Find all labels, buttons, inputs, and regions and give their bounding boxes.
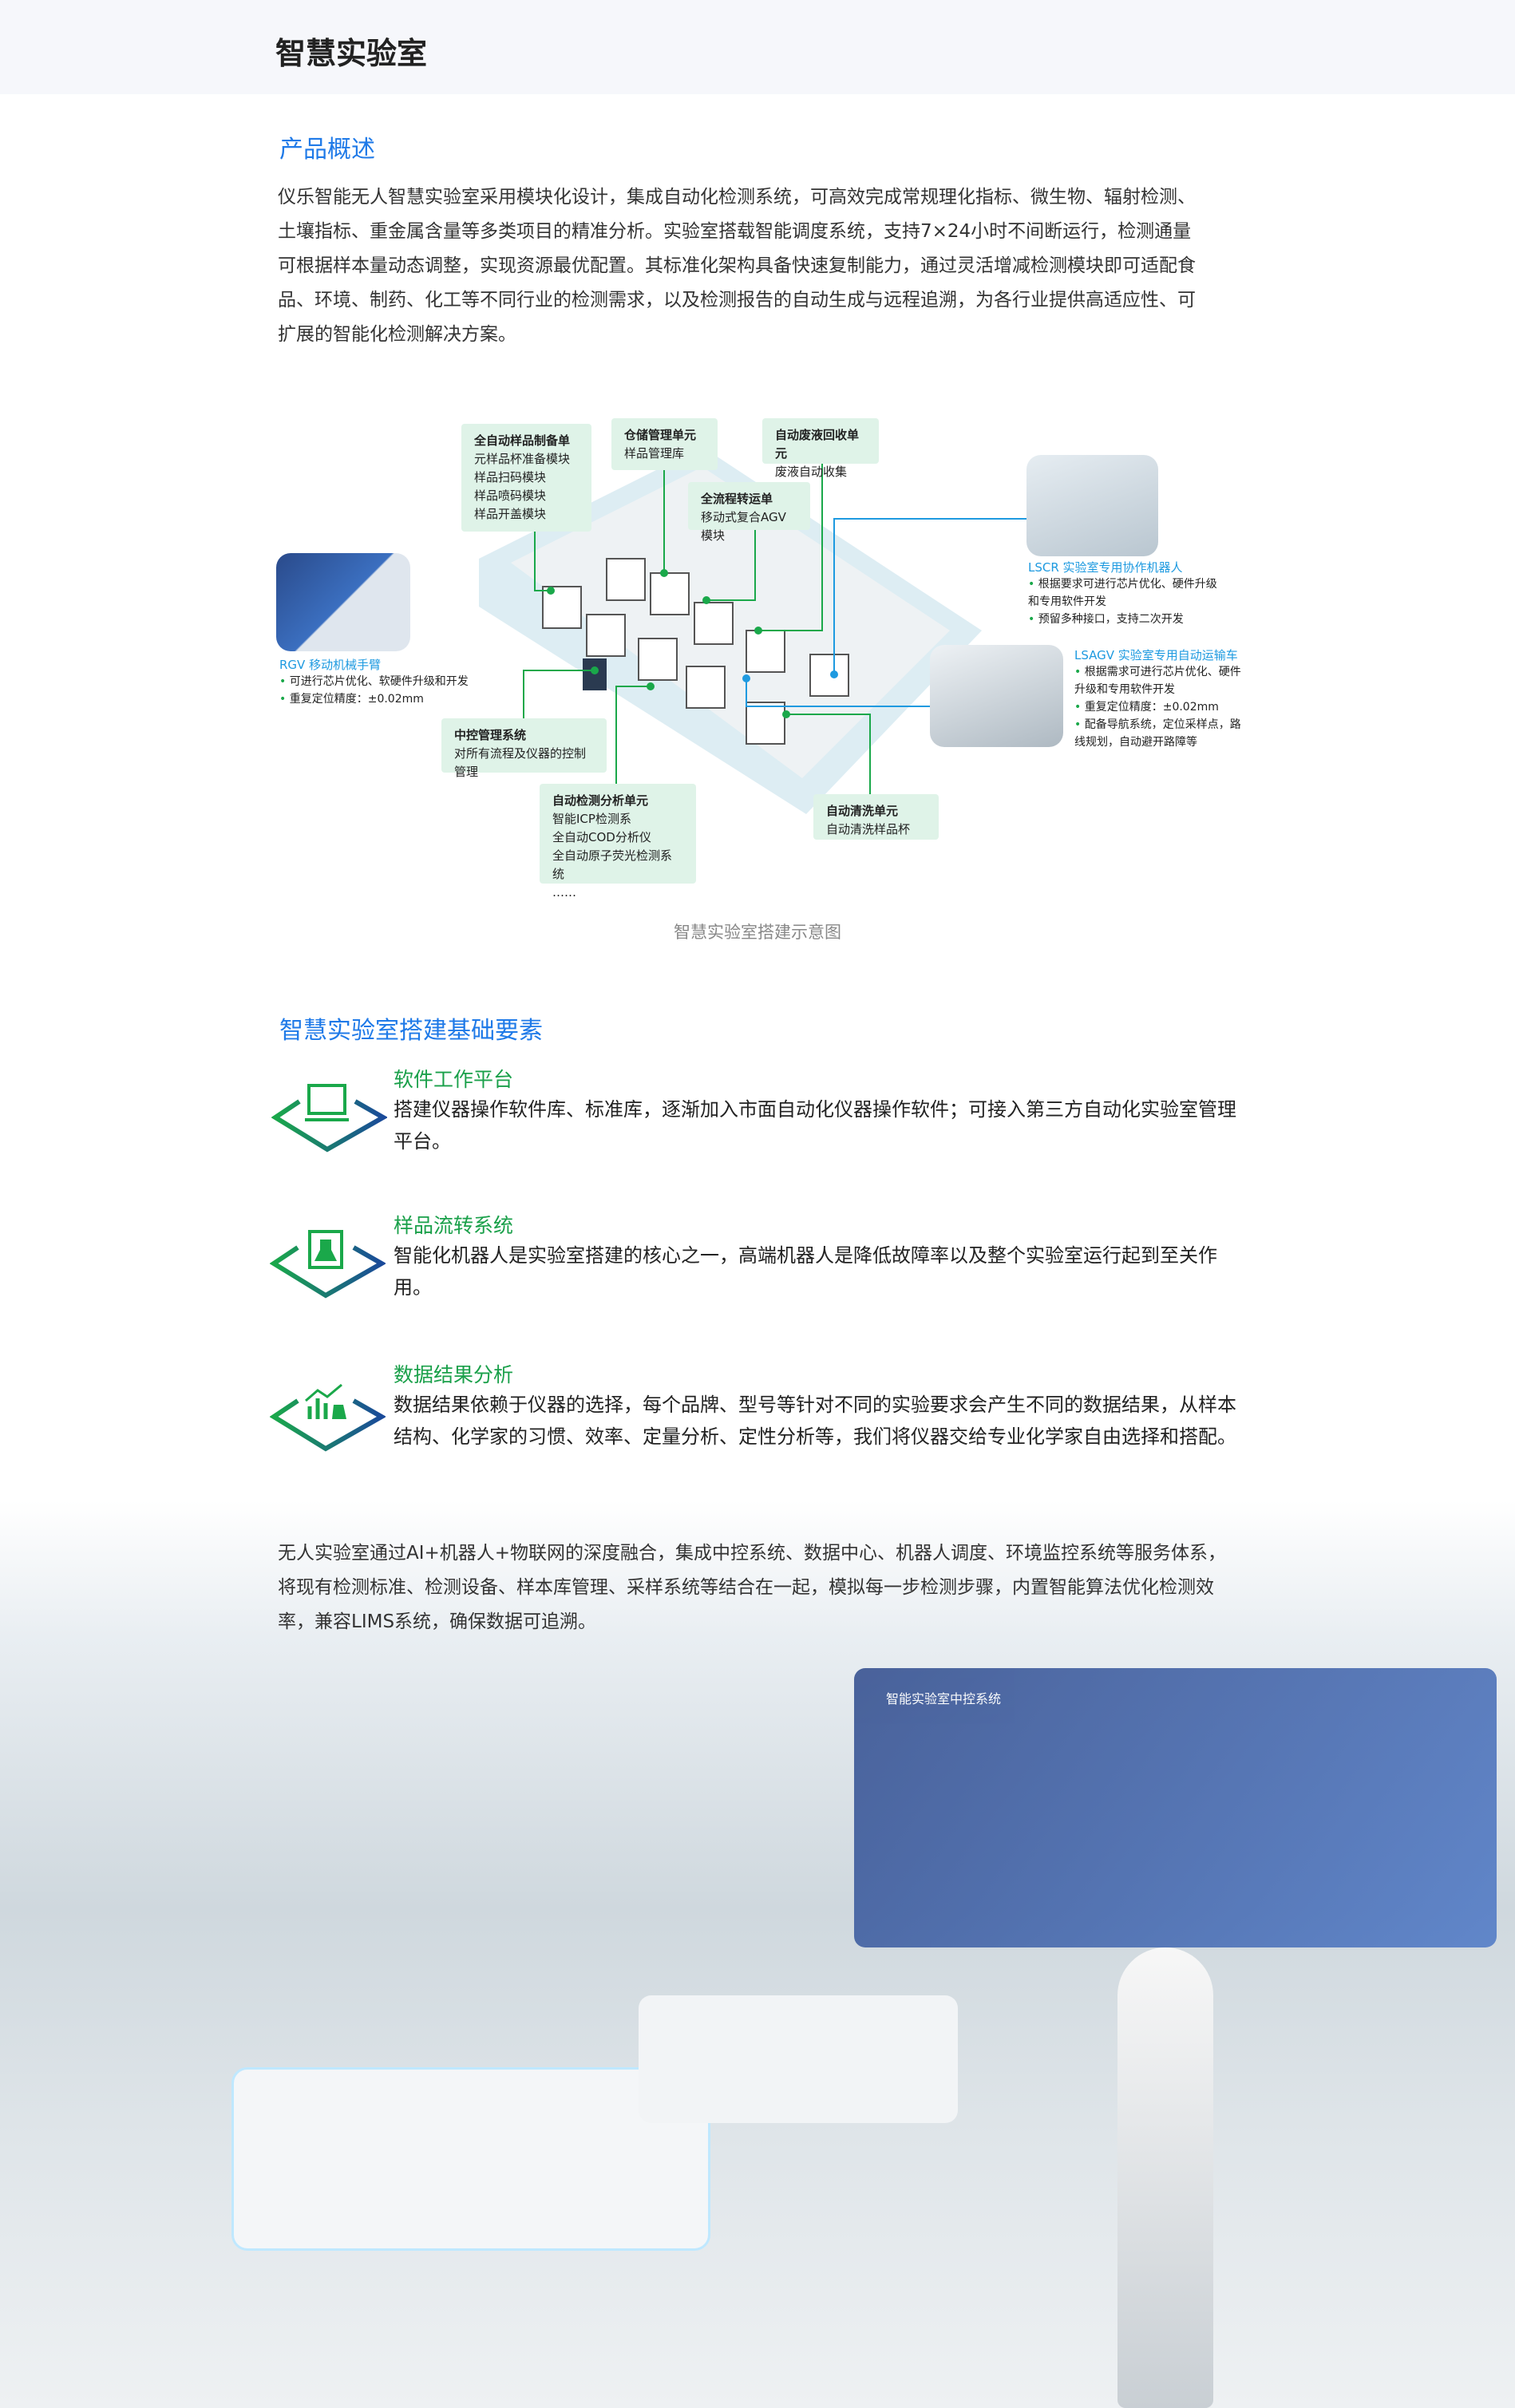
diagram-box-storage: 仓储管理单元样品管理库	[611, 418, 718, 470]
element-desc: 搭建仪器操作软件库、标准库，逐渐加入市面自动化仪器操作软件；可接入第三方自动化实…	[394, 1098, 1236, 1153]
element-title: 样品流转系统	[394, 1214, 514, 1237]
diagram-box-analysis: 自动检测分析单元智能ICP检测系全自动COD分析仪全自动原子荧光检测系统……	[540, 784, 696, 900]
element-title: 数据结果分析	[394, 1363, 514, 1386]
diagram-caption: 智慧实验室搭建示意图	[674, 923, 841, 942]
lab-layout-diagram	[479, 447, 1030, 814]
overview-heading: 产品概述	[279, 136, 375, 164]
overview-line: 土壤指标、重金属含量等多类项目的精准分析。实验室搭载智能调度系统，支持7×24小…	[278, 221, 1192, 242]
robot-arm	[1117, 1947, 1213, 2408]
flask-icon	[270, 1230, 386, 1299]
diagram-box-sample-prep: 全自动样品制备单元样品杯准备模块样品扫码模块样品喷码模块样品开盖模块	[461, 424, 591, 532]
lscr-caption: LSCR 实验室专用协作机器人根据要求可进行芯片优化、硬件升级和专用软件开发预留…	[1028, 559, 1220, 628]
element-desc: 数据结果依赖于仪器的选择，每个品牌、型号等针对不同的实验要求会产生不同的数据结果…	[394, 1394, 1236, 1448]
rgv-photo	[276, 553, 410, 651]
lsagv-caption: LSAGV 实验室专用自动运输车根据需求可进行芯片优化、硬件升级和专用软件开发重…	[1074, 646, 1246, 751]
rgv-caption: RGV 移动机械手臂可进行芯片优化、软硬件升级和开发重复定位精度：±0.02mm	[279, 656, 469, 708]
diagram-box-cleaning: 自动清洗单元自动清洗样品杯	[813, 794, 939, 840]
overview-line: 品、环境、制药、化工等不同行业的检测需求，以及检测报告的自动生成与远程追溯，为各…	[278, 290, 1196, 310]
chart-icon	[270, 1383, 386, 1452]
element-title: 软件工作平台	[394, 1068, 514, 1091]
overview-line: 仪乐智能无人智慧实验室采用模块化设计，集成自动化检测系统，可高效完成常规理化指标…	[278, 187, 1196, 208]
diagram-box-control: 中控管理系统对所有流程及仪器的控制管理	[441, 718, 607, 779]
elements-heading: 智慧实验室搭建基础要素	[279, 1017, 543, 1045]
page-title: 智慧实验室	[275, 36, 428, 71]
diagram-box-waste: 自动废液回收单元废液自动收集	[762, 418, 879, 479]
overview-line: 扩展的智能化检测解决方案。	[278, 324, 516, 345]
lab-bench	[231, 2067, 710, 2251]
page-header	[0, 0, 1515, 94]
element-desc: 智能化机器人是实验室搭建的核心之一，高端机器人是降低故障率以及整个实验室运行起到…	[394, 1244, 1217, 1299]
lab-bench	[639, 1995, 958, 2123]
lscr-photo	[1026, 455, 1158, 556]
laptop-icon	[271, 1084, 387, 1153]
overview-text: 仪乐智能无人智慧实验室采用模块化设计，集成自动化检测系统，可高效完成常规理化指标…	[278, 180, 1244, 352]
lsagv-photo	[930, 645, 1063, 747]
closing-text: 无人实验室通过AI+机器人+物联网的深度融合，集成中控系统、数据中心、机器人调度…	[278, 1543, 1227, 1632]
overview-line: 可根据样本量动态调整，实现资源最优配置。其标准化架构具备快速复制能力，通过灵活增…	[278, 255, 1196, 276]
control-screen-title: 智能实验室中控系统	[886, 1691, 1002, 1706]
control-screen: 智能实验室中控系统	[854, 1668, 1497, 1947]
diagram-box-transfer: 全流程转运单移动式复合AGV模块	[688, 482, 810, 543]
lab-background-image: 智能实验室中控系统	[0, 1501, 1515, 2408]
